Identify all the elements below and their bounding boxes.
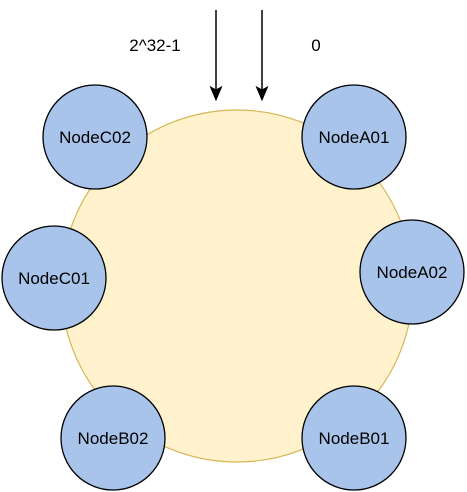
node-b01-label: NodeB01	[319, 429, 390, 448]
node-c02-label: NodeC02	[59, 128, 131, 147]
arrow-zero	[255, 10, 269, 102]
zero-hash-label: 0	[311, 36, 320, 55]
node-a02[interactable]: NodeA02	[359, 219, 465, 325]
node-b01[interactable]: NodeB01	[301, 385, 407, 491]
node-c01-label: NodeC01	[18, 269, 90, 288]
node-a01[interactable]: NodeA01	[301, 84, 407, 190]
node-c02[interactable]: NodeC02	[42, 84, 148, 190]
node-c01[interactable]: NodeC01	[1, 225, 107, 331]
node-a02-label: NodeA02	[377, 263, 448, 282]
node-a01-label: NodeA01	[319, 128, 390, 147]
arrow-max	[209, 10, 223, 102]
node-b02[interactable]: NodeB02	[60, 385, 166, 491]
node-b02-label: NodeB02	[78, 429, 149, 448]
max-hash-label: 2^32-1	[129, 36, 180, 55]
